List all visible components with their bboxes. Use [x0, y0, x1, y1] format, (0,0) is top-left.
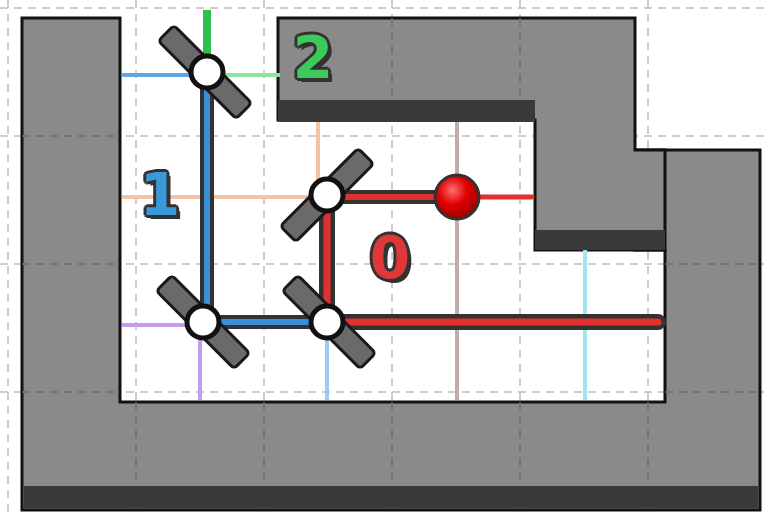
level-number: 0: [370, 229, 410, 287]
level-number: 1: [140, 166, 180, 224]
level-number: 2: [293, 29, 333, 87]
